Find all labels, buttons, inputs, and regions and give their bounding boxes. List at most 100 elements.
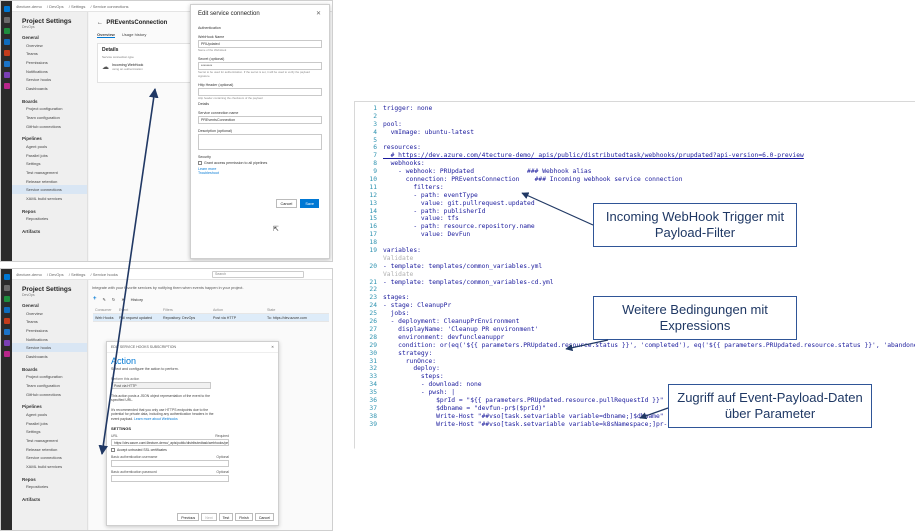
delete-icon[interactable]: ✕ [121,296,125,302]
refresh-icon[interactable]: ↻ [111,296,116,302]
close-icon[interactable]: ✕ [271,345,274,349]
save-button[interactable]: Save [300,199,319,208]
sidebar-item[interactable]: Service connections [26,455,62,461]
code-text: webhooks: [383,160,425,168]
sidebar-item[interactable]: Release retention [26,446,58,452]
repos-icon[interactable] [3,50,10,56]
sidebar-item[interactable]: Test management [26,169,58,175]
line-number: 28 [369,333,377,341]
sidebar-item[interactable]: Parallel jobs [26,420,48,426]
sidebar-item[interactable]: Notifications [26,68,48,74]
sidebar-item[interactable]: Permissions [26,327,48,333]
sidebar-item[interactable]: Project configuration [26,106,63,112]
sidebar-item[interactable]: Teams [26,51,38,57]
checkbox-icon[interactable] [111,448,115,453]
edit-icon[interactable]: ✎ [102,296,106,302]
table-row[interactable]: Web Hooks Pull request updated Repositor… [93,314,329,322]
sidebar-item[interactable]: Dashboards [26,85,48,91]
sidebar-item[interactable]: Team configuration [26,382,60,388]
add-subscription-icon[interactable]: + [93,296,97,302]
breadcrumb-page[interactable]: / Service hooks [90,272,118,277]
sidebar-item[interactable]: Service hooks [12,343,87,352]
cancel-button[interactable]: Cancel [275,199,298,208]
breadcrumb-project[interactable]: / DevOps [46,4,64,9]
breadcrumb-page[interactable]: / Service connections [90,4,129,9]
sidebar-item[interactable]: XAML build services [26,463,63,469]
sidebar-item[interactable]: Teams [26,319,38,325]
webhook-name-input[interactable]: PRUpdated [198,40,322,48]
overview-icon[interactable] [3,296,10,302]
username-input[interactable] [111,460,229,468]
sidebar-item[interactable]: Settings [26,161,41,167]
azure-devops-logo-icon[interactable] [3,6,10,12]
test-button[interactable]: Test [218,513,234,521]
sidebar-item[interactable]: GitHub connections [26,391,61,397]
plus-icon[interactable] [3,285,10,291]
sidebar-item[interactable]: Overview [26,310,43,316]
code-line: 30 strategy: [355,350,915,358]
troubleshoot-link[interactable]: Troubleshoot [198,170,219,175]
connection-tabs: Overview Usage history [89,26,332,38]
next-button[interactable]: Next [201,513,217,521]
breadcrumb-org[interactable]: 4tecture-demo [16,272,42,277]
learn-more-webhooks-link[interactable]: Learn more about Webhooks [134,416,178,421]
http-header-input[interactable] [198,88,322,97]
sidebar-item[interactable]: Agent pools [26,144,48,150]
sidebar-item[interactable]: Service connections [12,185,87,194]
learn-more-link[interactable]: Learn more [198,166,217,171]
test-plans-icon[interactable] [3,72,10,78]
boards-icon[interactable] [3,307,10,313]
sidebar-item[interactable]: GitHub connections [26,123,61,129]
tab-overview[interactable]: Overview [97,32,115,38]
breadcrumb-org[interactable]: 4tecture-demo [16,4,42,9]
overview-icon[interactable] [3,28,10,34]
sidebar-item[interactable]: Dashboards [26,353,48,359]
connection-name-input[interactable]: PREventsConnection [198,115,322,124]
sidebar-item[interactable]: Agent pools [26,412,48,418]
sidebar-item[interactable]: XAML build services [26,195,63,201]
sidebar-item[interactable]: Team configuration [26,114,60,120]
sidebar-item[interactable]: Repositories [26,216,49,222]
codelens-validate[interactable]: Validate [383,270,414,278]
codelens-validate[interactable]: Validate [383,254,414,262]
sidebar-item[interactable]: Parallel jobs [26,152,48,158]
test-plans-icon[interactable] [3,340,10,346]
close-icon[interactable]: ✕ [315,11,321,17]
description-input[interactable] [198,133,322,150]
sidebar-item[interactable]: Repositories [26,484,49,490]
history-button[interactable]: History [130,296,144,302]
sidebar-item[interactable]: Permissions [26,59,48,65]
sidebar-item[interactable]: Project configuration [26,374,63,380]
url-input[interactable]: https://dev.azure.com/4tecture-demo/_api… [111,439,229,447]
grant-access-checkbox[interactable]: Grant access permission to all pipelines [198,160,322,165]
checkbox-icon[interactable] [198,160,202,165]
finish-button[interactable]: Finish [235,513,253,521]
breadcrumb-settings[interactable]: / Settings [68,4,86,9]
azure-devops-logo-icon[interactable] [3,274,10,280]
artifacts-icon[interactable] [3,351,10,357]
boards-icon[interactable] [3,39,10,45]
sidebar-subtitle: DevOps [22,25,35,29]
secret-input[interactable]: ******** [198,62,322,71]
sidebar-item[interactable]: Settings [26,429,41,435]
plus-icon[interactable] [3,17,10,23]
details-heading: Details [102,47,119,53]
action-select[interactable]: Post via HTTP [111,382,211,389]
breadcrumb-project[interactable]: / DevOps [46,272,64,277]
previous-button[interactable]: Previous [177,513,200,521]
sidebar-item[interactable]: Service hooks [26,77,52,83]
repos-icon[interactable] [3,318,10,324]
password-input[interactable] [111,475,229,483]
breadcrumb-settings[interactable]: / Settings [68,272,86,277]
accept-ssl-checkbox[interactable]: Accept untrusted SSL certificates [111,448,274,453]
pipelines-icon[interactable] [3,61,10,67]
pipelines-icon[interactable] [3,329,10,335]
sidebar-item[interactable]: Release retention [26,178,58,184]
search-input[interactable]: Search [212,271,304,278]
sidebar-item[interactable]: Overview [26,42,43,48]
sidebar-item[interactable]: Test management [26,437,58,443]
artifacts-icon[interactable] [3,83,10,89]
sidebar-item[interactable]: Notifications [26,336,48,342]
cancel-button[interactable]: Cancel [254,513,274,521]
tab-usage-history[interactable]: Usage history [121,32,147,37]
